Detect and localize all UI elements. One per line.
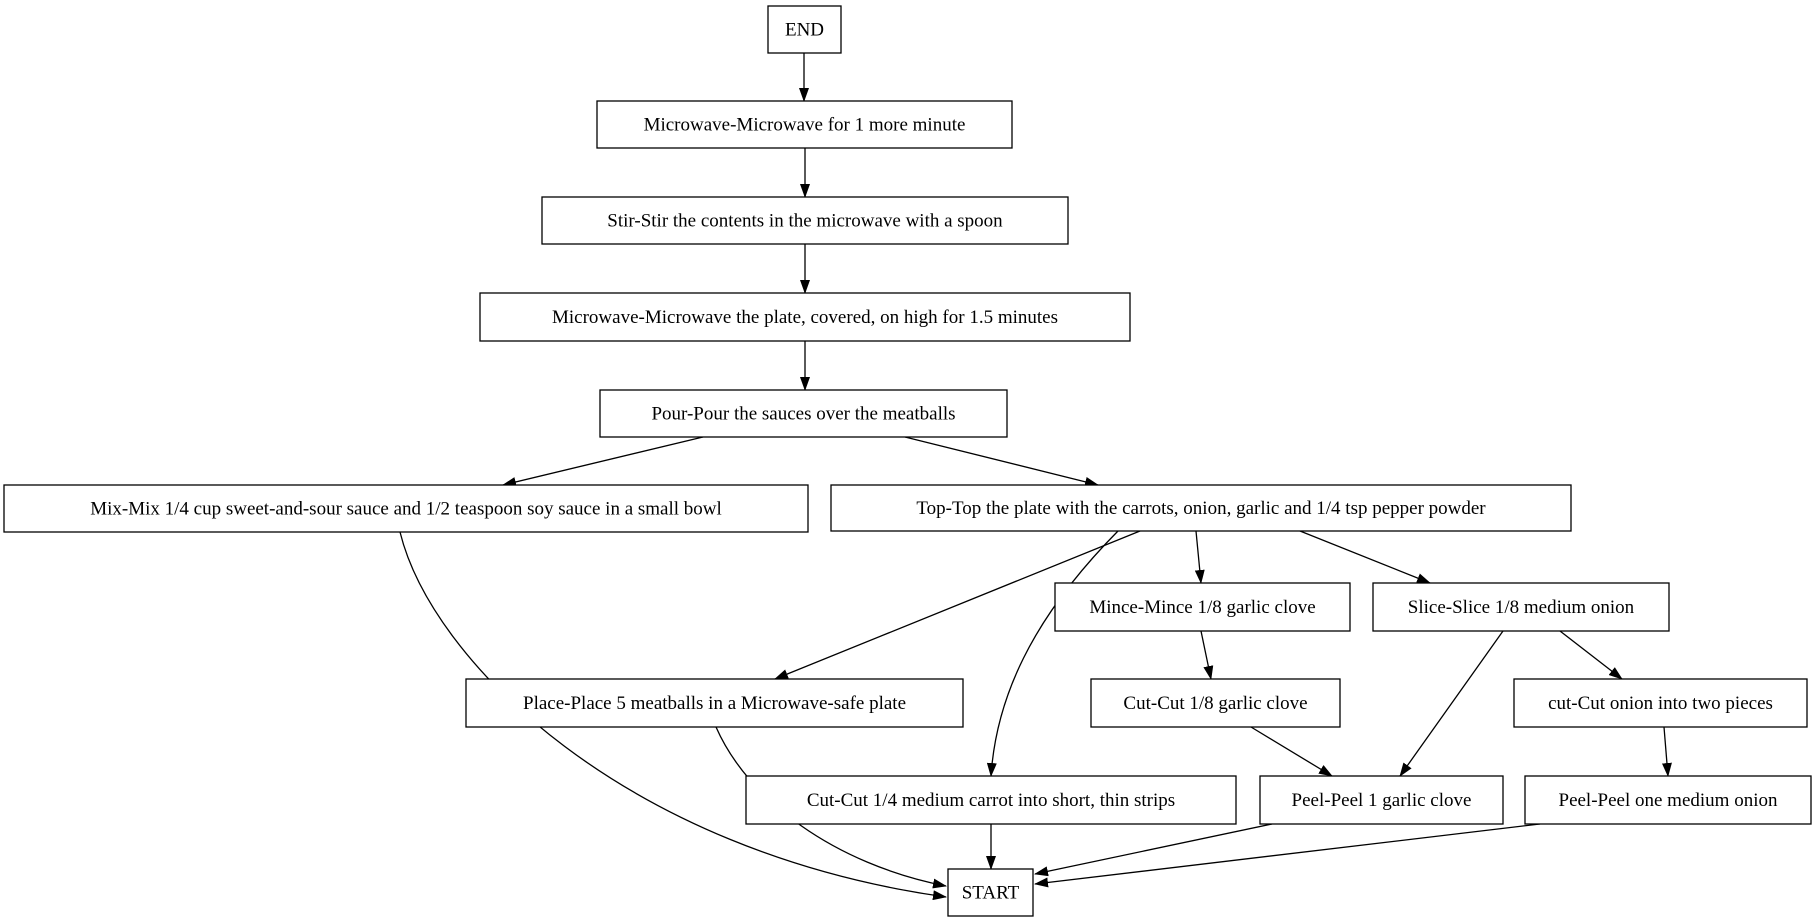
node-place: Place-Place 5 meatballs in a Microwave-s… <box>465 678 964 728</box>
node-label-place: Place-Place 5 meatballs in a Microwave-s… <box>523 693 906 714</box>
node-box-top <box>830 484 1572 532</box>
node-box-peelonion <box>1524 775 1812 825</box>
node-stir: Stir-Stir the contents in the microwave … <box>541 196 1069 245</box>
node-pour: Pour-Pour the sauces over the meatballs <box>599 389 1008 438</box>
node-label-mwplate: Microwave-Microwave the plate, covered, … <box>552 307 1058 328</box>
node-box-mw1 <box>596 100 1013 149</box>
edge-top-to-mince <box>1194 530 1205 584</box>
node-label-peelgarlic: Peel-Peel 1 garlic clove <box>1292 790 1472 811</box>
edge-peelonion-to-start <box>1034 823 1541 888</box>
node-label-slice: Slice-Slice 1/8 medium onion <box>1408 597 1635 618</box>
node-start: START <box>947 868 1034 917</box>
node-box-stir <box>541 196 1069 245</box>
node-label-cutcarrot: Cut-Cut 1/4 medium carrot into short, th… <box>807 790 1175 811</box>
edge-mince-to-cutgarlic <box>1200 630 1214 680</box>
node-box-pour <box>599 389 1008 438</box>
node-label-mince: Mince-Mince 1/8 garlic clove <box>1089 597 1315 618</box>
node-cutgarlic: Cut-Cut 1/8 garlic clove <box>1090 678 1341 728</box>
node-box-cutcarrot <box>745 775 1237 825</box>
node-top: Top-Top the plate with the carrots, onio… <box>830 484 1572 532</box>
node-label-cutgarlic: Cut-Cut 1/8 garlic clove <box>1123 693 1307 714</box>
node-label-top: Top-Top the plate with the carrots, onio… <box>916 498 1486 519</box>
node-cutcarrot: Cut-Cut 1/4 medium carrot into short, th… <box>745 775 1237 825</box>
edges-layer <box>399 53 1672 901</box>
node-box-peelgarlic <box>1259 775 1504 825</box>
node-mince: Mince-Mince 1/8 garlic clove <box>1054 582 1351 632</box>
node-box-cutgarlic <box>1090 678 1341 728</box>
node-mwplate: Microwave-Microwave the plate, covered, … <box>479 292 1131 342</box>
edge-peelgarlic-to-start <box>1034 823 1273 877</box>
edge-cutonion-to-peelonion <box>1661 726 1672 777</box>
edge-place-to-start <box>715 726 947 889</box>
node-box-place <box>465 678 964 728</box>
node-label-mw1: Microwave-Microwave for 1 more minute <box>644 115 966 136</box>
edge-top-to-place <box>774 530 1141 680</box>
node-box-start <box>947 868 1034 917</box>
node-box-mince <box>1054 582 1351 632</box>
node-label-pour: Pour-Pour the sauces over the meatballs <box>651 404 955 425</box>
node-end: END <box>767 5 842 54</box>
node-peelonion: Peel-Peel one medium onion <box>1524 775 1812 825</box>
node-box-mix <box>3 484 809 533</box>
edge-top-to-cutcarrot <box>986 530 1119 777</box>
node-label-end: END <box>785 20 824 41</box>
node-mix: Mix-Mix 1/4 cup sweet-and-sour sauce and… <box>3 484 809 533</box>
node-label-peelonion: Peel-Peel one medium onion <box>1559 790 1778 811</box>
edge-top-to-slice <box>1299 530 1431 584</box>
edge-pour-to-top <box>904 436 1099 487</box>
node-label-mix: Mix-Mix 1/4 cup sweet-and-sour sauce and… <box>90 499 722 520</box>
node-slice: Slice-Slice 1/8 medium onion <box>1372 582 1670 632</box>
edge-pour-to-mix <box>502 436 704 487</box>
node-cutonion: cut-Cut onion into two pieces <box>1513 678 1808 728</box>
node-box-cutonion <box>1513 678 1808 728</box>
node-box-mwplate <box>479 292 1131 342</box>
nodes-layer: END Microwave-Microwave for 1 more minute… <box>3 5 1812 917</box>
edge-cutgarlic-to-peelgarlic <box>1250 726 1333 777</box>
node-mw1: Microwave-Microwave for 1 more minute <box>596 100 1013 149</box>
node-box-end <box>767 5 842 54</box>
node-label-cutonion: cut-Cut onion into two pieces <box>1548 693 1773 714</box>
node-peelgarlic: Peel-Peel 1 garlic clove <box>1259 775 1504 825</box>
edge-mix-to-start <box>399 531 947 901</box>
node-label-stir: Stir-Stir the contents in the microwave … <box>607 211 1003 232</box>
node-box-slice <box>1372 582 1670 632</box>
edge-slice-to-peelgarlic <box>1399 630 1504 777</box>
node-label-start: START <box>962 883 1020 904</box>
edge-slice-to-cutonion <box>1559 630 1623 680</box>
